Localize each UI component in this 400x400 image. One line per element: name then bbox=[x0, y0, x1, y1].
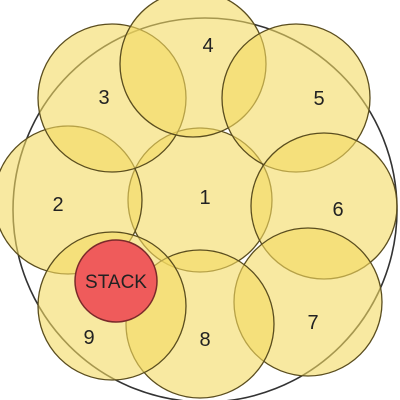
stack-label: STACK bbox=[85, 272, 147, 293]
circle-label-1: 1 bbox=[199, 187, 210, 209]
circle-label-5: 5 bbox=[313, 88, 324, 110]
stack-group: STACK bbox=[74, 239, 158, 323]
circle-label-2: 2 bbox=[52, 194, 63, 216]
circle-label-4: 4 bbox=[202, 35, 213, 57]
circle-label-3: 3 bbox=[98, 87, 109, 109]
stack-circle bbox=[74, 239, 158, 323]
circle-label-6: 6 bbox=[332, 199, 343, 221]
circle-label-8: 8 bbox=[199, 329, 210, 351]
circle-label-9: 9 bbox=[83, 327, 94, 349]
circle-label-7: 7 bbox=[307, 312, 318, 334]
